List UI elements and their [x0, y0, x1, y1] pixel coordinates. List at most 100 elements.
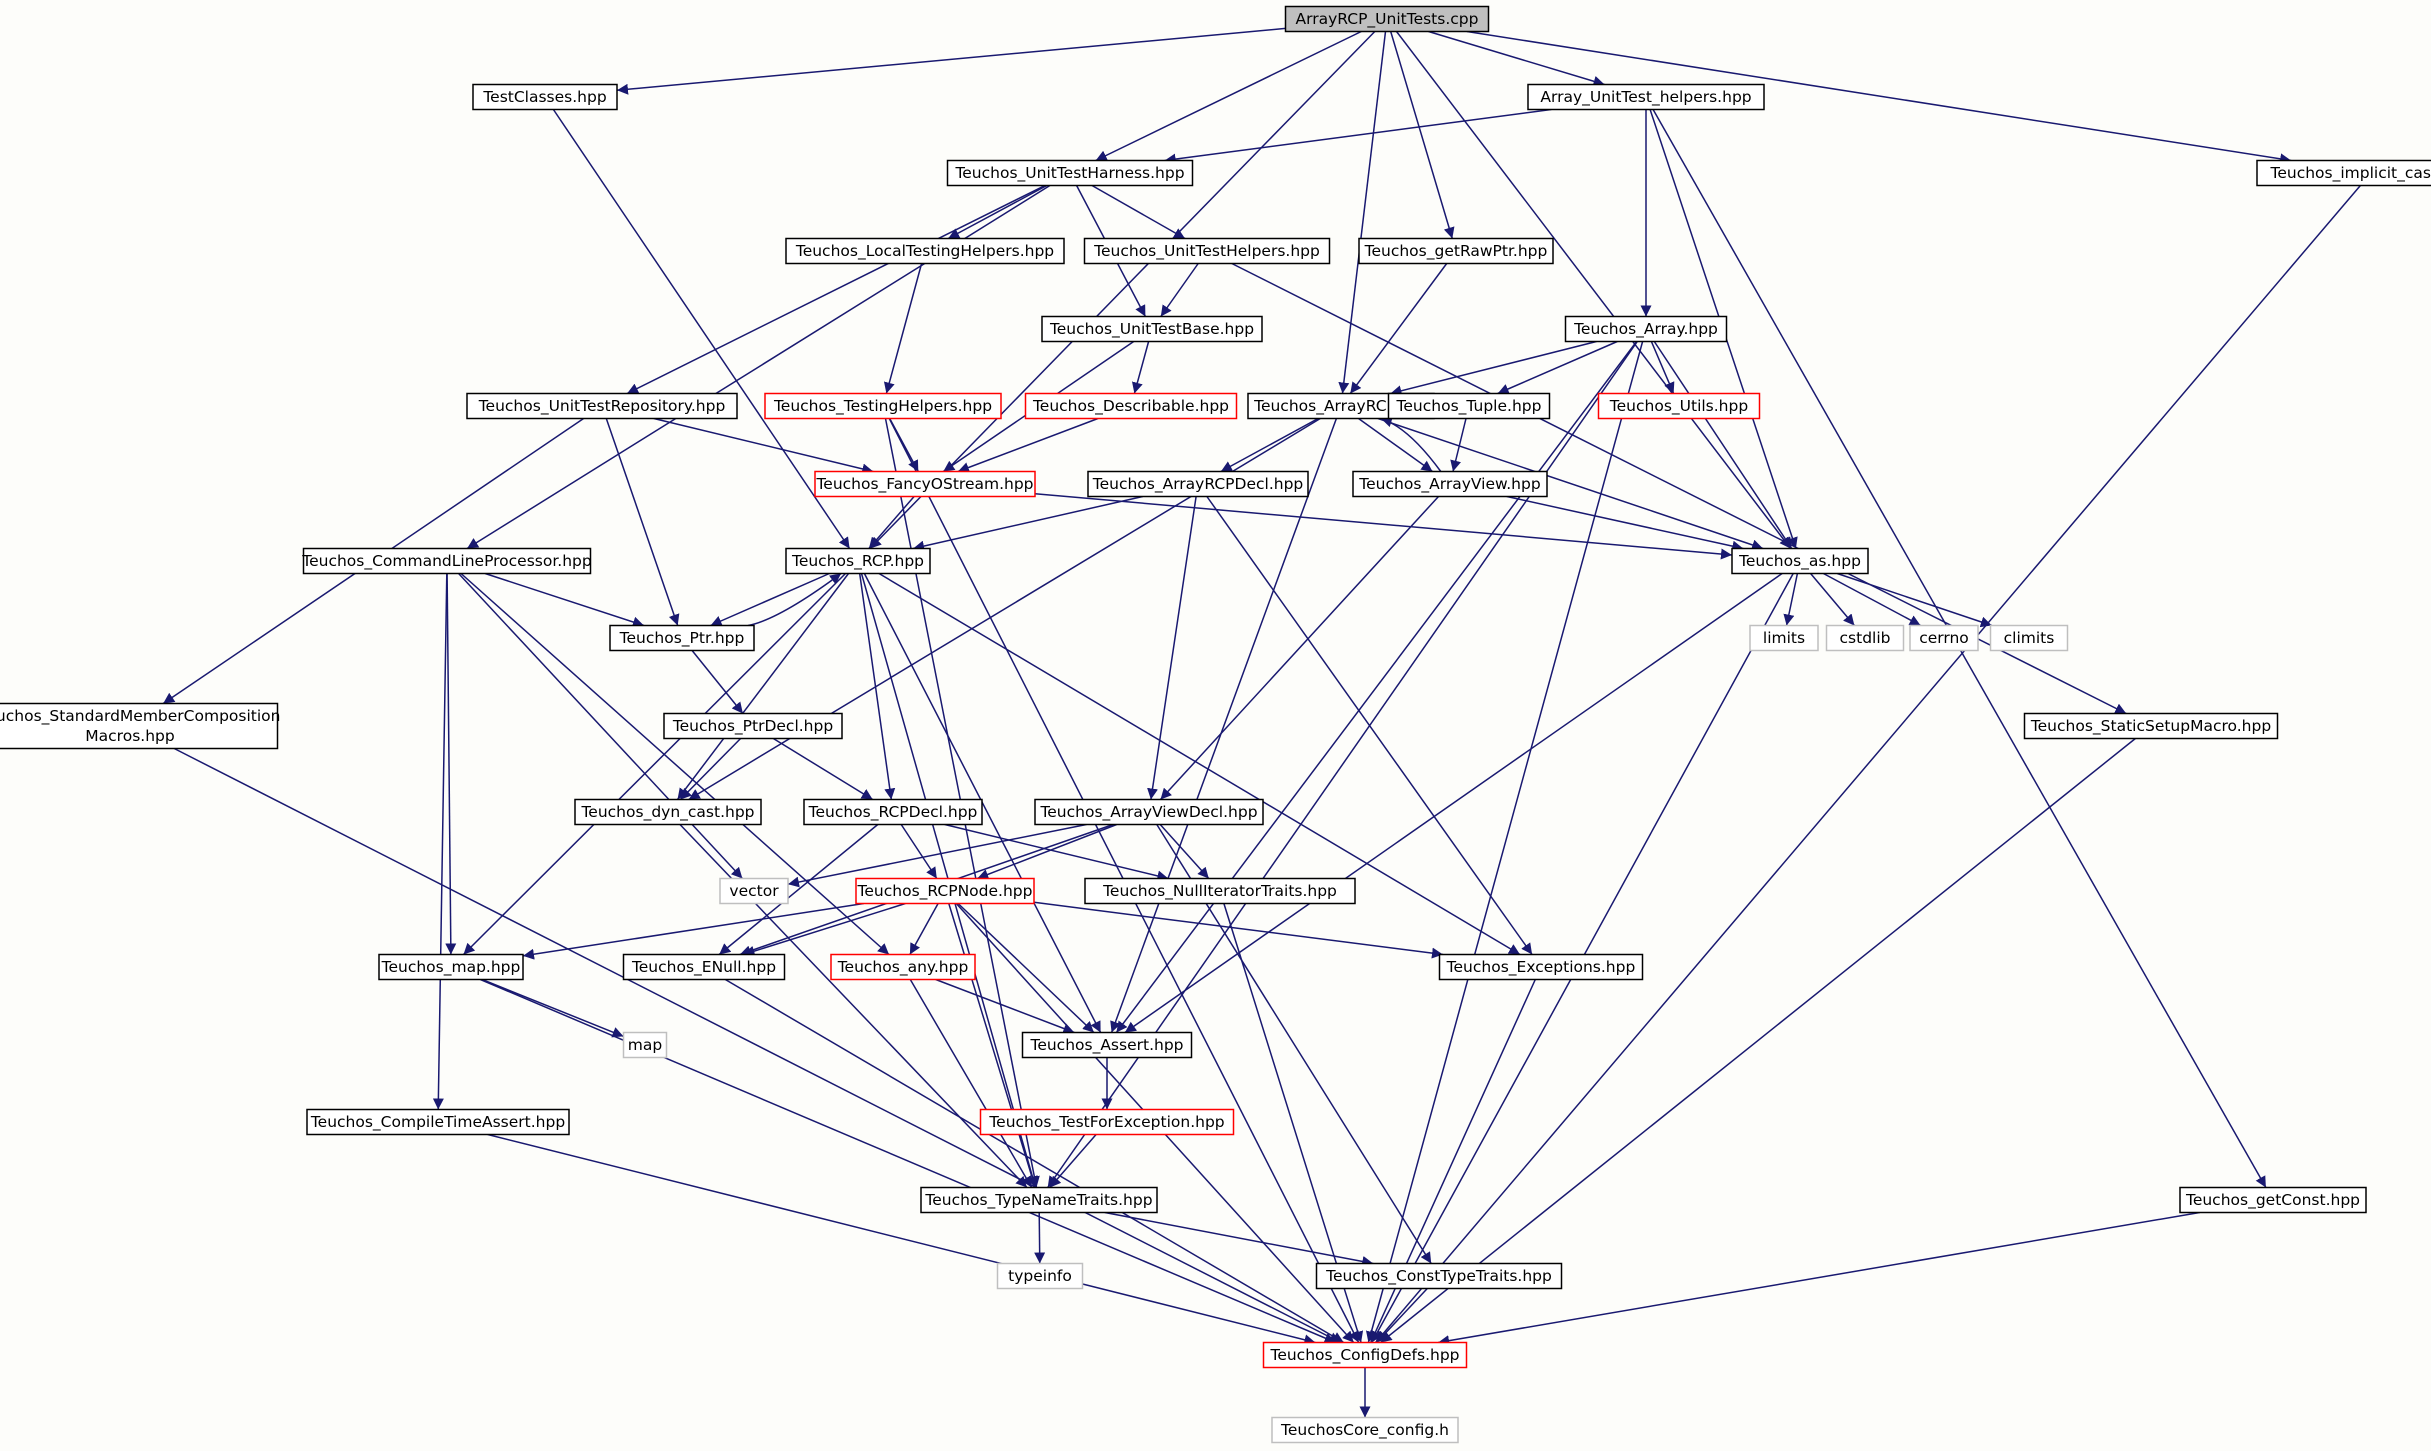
node-label: TestClasses.hpp — [482, 88, 606, 106]
node-cstdlib[interactable]: cstdlib — [1825, 624, 1905, 652]
node-unittestbase[interactable]: Teuchos_UnitTestBase.hpp — [1041, 315, 1263, 343]
node-box — [764, 392, 1002, 420]
node-coreconfig[interactable]: TeuchosCore_config.h — [1271, 1416, 1459, 1444]
edge-typename-to-consttype — [1104, 1211, 1374, 1267]
node-vector[interactable]: vector — [719, 877, 789, 905]
edge-array-to-typename — [1047, 341, 1638, 1188]
node-box — [1358, 237, 1554, 265]
node-root[interactable]: ArrayRCP_UnitTests.cpp — [1284, 5, 1490, 33]
node-label: Teuchos_dyn_cast.hpp — [580, 803, 754, 822]
node-consttype[interactable]: Teuchos_ConstTypeTraits.hpp — [1315, 1262, 1563, 1290]
node-box — [622, 1031, 668, 1059]
edge-as-to-cerrno — [1823, 572, 1921, 627]
node-label: ArrayRCP_UnitTests.cpp — [1296, 10, 1479, 29]
node-utils[interactable]: Teuchos_Utils.hpp — [1597, 392, 1761, 420]
edge-harness-to-cmdline — [466, 184, 1051, 550]
edge-rcp-to-map — [462, 572, 847, 956]
edge-map-to-configdefs — [480, 978, 1336, 1344]
edge-arrayview-to-as — [1506, 495, 1744, 552]
node-limits[interactable]: limits — [1749, 624, 1819, 652]
node-box — [466, 392, 738, 420]
node-staticsetup[interactable]: Teuchos_StaticSetupMacro.hpp — [2023, 712, 2279, 740]
node-label: Teuchos_UnitTestRepository.hpp — [478, 397, 726, 416]
node-configdefs[interactable]: Teuchos_ConfigDefs.hpp — [1262, 1341, 1468, 1369]
node-arrayrcpdecl[interactable]: Teuchos_ArrayRCPDecl.hpp — [1087, 470, 1309, 498]
node-localtesting[interactable]: Teuchos_LocalTestingHelpers.hpp — [785, 237, 1065, 265]
node-label: Teuchos_UnitTestHarness.hpp — [954, 164, 1184, 183]
edge-testclasses-to-rcp — [552, 109, 851, 549]
node-rcpdecl[interactable]: Teuchos_RCPDecl.hpp — [803, 798, 983, 826]
node-label: Teuchos_RCPNode.hpp — [857, 882, 1033, 901]
node-stdmember[interactable]: Teuchos_StandardMemberCompositionMacros.… — [0, 702, 280, 750]
edge-implicitcast-to-configdefs — [1375, 185, 2361, 1343]
node-fancyostream[interactable]: Teuchos_FancyOStream.hpp — [814, 470, 1036, 498]
node-arrayview[interactable]: Teuchos_ArrayView.hpp — [1352, 470, 1548, 498]
node-box — [1387, 392, 1551, 420]
node-typename[interactable]: Teuchos_TypeNameTraits.hpp — [920, 1186, 1158, 1214]
edge-array-to-assert — [1115, 341, 1638, 1033]
edge-harness-to-unittesthelpers — [1091, 184, 1186, 240]
node-describable[interactable]: Teuchos_Describable.hpp — [1024, 392, 1238, 420]
node-testforexc[interactable]: Teuchos_TestForException.hpp — [979, 1108, 1235, 1136]
node-climits[interactable]: climits — [1989, 624, 2069, 652]
node-any[interactable]: Teuchos_any.hpp — [830, 953, 976, 981]
node-label: Teuchos_ConfigDefs.hpp — [1269, 1346, 1459, 1365]
node-box — [1989, 624, 2069, 652]
edge-tuple-to-arrayview — [1450, 418, 1467, 472]
node-label: Teuchos_Assert.hpp — [1029, 1036, 1183, 1055]
node-as[interactable]: Teuchos_as.hpp — [1731, 547, 1869, 575]
node-getrawptr[interactable]: Teuchos_getRawPtr.hpp — [1358, 237, 1554, 265]
node-testclasses[interactable]: TestClasses.hpp — [472, 83, 618, 111]
node-harness[interactable]: Teuchos_UnitTestHarness.hpp — [946, 159, 1194, 187]
node-label: Teuchos_implicit_cast.hpp — [2270, 164, 2431, 183]
edge-dyncast-to-typename — [679, 823, 1028, 1189]
node-cmdline[interactable]: Teuchos_CommandLineProcessor.hpp — [301, 547, 592, 575]
node-box — [1041, 315, 1263, 343]
node-implicitcast[interactable]: Teuchos_implicit_cast.hpp — [2256, 159, 2431, 187]
node-label: Teuchos_CommandLineProcessor.hpp — [301, 552, 591, 571]
node-tuple[interactable]: Teuchos_Tuple.hpp — [1387, 392, 1551, 420]
node-box — [622, 953, 786, 981]
node-assert[interactable]: Teuchos_Assert.hpp — [1021, 1031, 1193, 1059]
edge-rcp-to-ptr — [710, 572, 830, 627]
edge-root-to-as — [1395, 31, 1792, 549]
node-exceptions[interactable]: Teuchos_Exceptions.hpp — [1438, 953, 1644, 981]
node-stdmap[interactable]: map — [622, 1031, 668, 1059]
node-arrayhelpers[interactable]: Array_UnitTest_helpers.hpp — [1527, 83, 1765, 111]
node-enull[interactable]: Teuchos_ENull.hpp — [622, 953, 786, 981]
node-ptrdecl[interactable]: Teuchos_PtrDecl.hpp — [663, 712, 843, 740]
edge-rcpnode-to-exceptions — [1033, 901, 1444, 959]
node-unittesthelpers[interactable]: Teuchos_UnitTestHelpers.hpp — [1083, 237, 1331, 265]
node-label: Teuchos_Describable.hpp — [1032, 397, 1229, 416]
node-ptr[interactable]: Teuchos_Ptr.hpp — [609, 624, 755, 652]
node-nulliter[interactable]: Teuchos_NullIteratorTraits.hpp — [1084, 877, 1356, 905]
edge-cmdline-to-map — [445, 573, 457, 955]
node-compiletime[interactable]: Teuchos_CompileTimeAssert.hpp — [306, 1108, 570, 1136]
node-box — [2023, 712, 2279, 740]
node-box — [574, 798, 762, 826]
edge-ptrdecl-to-rcpdecl — [772, 737, 874, 801]
node-dyncast[interactable]: Teuchos_dyn_cast.hpp — [574, 798, 762, 826]
node-rcp[interactable]: Teuchos_RCP.hpp — [785, 547, 931, 575]
node-label: Teuchos_StaticSetupMacro.hpp — [2030, 717, 2271, 736]
node-arrayviewdecl[interactable]: Teuchos_ArrayViewDecl.hpp — [1034, 798, 1264, 826]
node-repository[interactable]: Teuchos_UnitTestRepository.hpp — [466, 392, 738, 420]
node-label: Teuchos_LocalTestingHelpers.hpp — [795, 242, 1054, 261]
edge-stdmember-to-configdefs — [173, 747, 1341, 1344]
node-getconst[interactable]: Teuchos_getConst.hpp — [2179, 1186, 2367, 1214]
node-array[interactable]: Teuchos_Array.hpp — [1564, 315, 1728, 343]
edge-ptr-to-rcp — [747, 572, 842, 627]
node-map[interactable]: Teuchos_map.hpp — [378, 953, 524, 981]
node-box — [1909, 624, 1979, 652]
node-typeinfo[interactable]: typeinfo — [996, 1262, 1084, 1290]
node-cerrno[interactable]: cerrno — [1909, 624, 1979, 652]
node-testinghelpers[interactable]: Teuchos_TestingHelpers.hpp — [764, 392, 1002, 420]
edge-array-to-tuple — [1497, 340, 1618, 395]
edge-rcpnode-to-assert — [957, 902, 1095, 1034]
node-label: vector — [729, 882, 779, 900]
edge-as-to-climits — [1836, 572, 1993, 628]
node-box — [1597, 392, 1761, 420]
node-box — [1527, 83, 1765, 111]
node-rcpnode[interactable]: Teuchos_RCPNode.hpp — [855, 877, 1035, 905]
